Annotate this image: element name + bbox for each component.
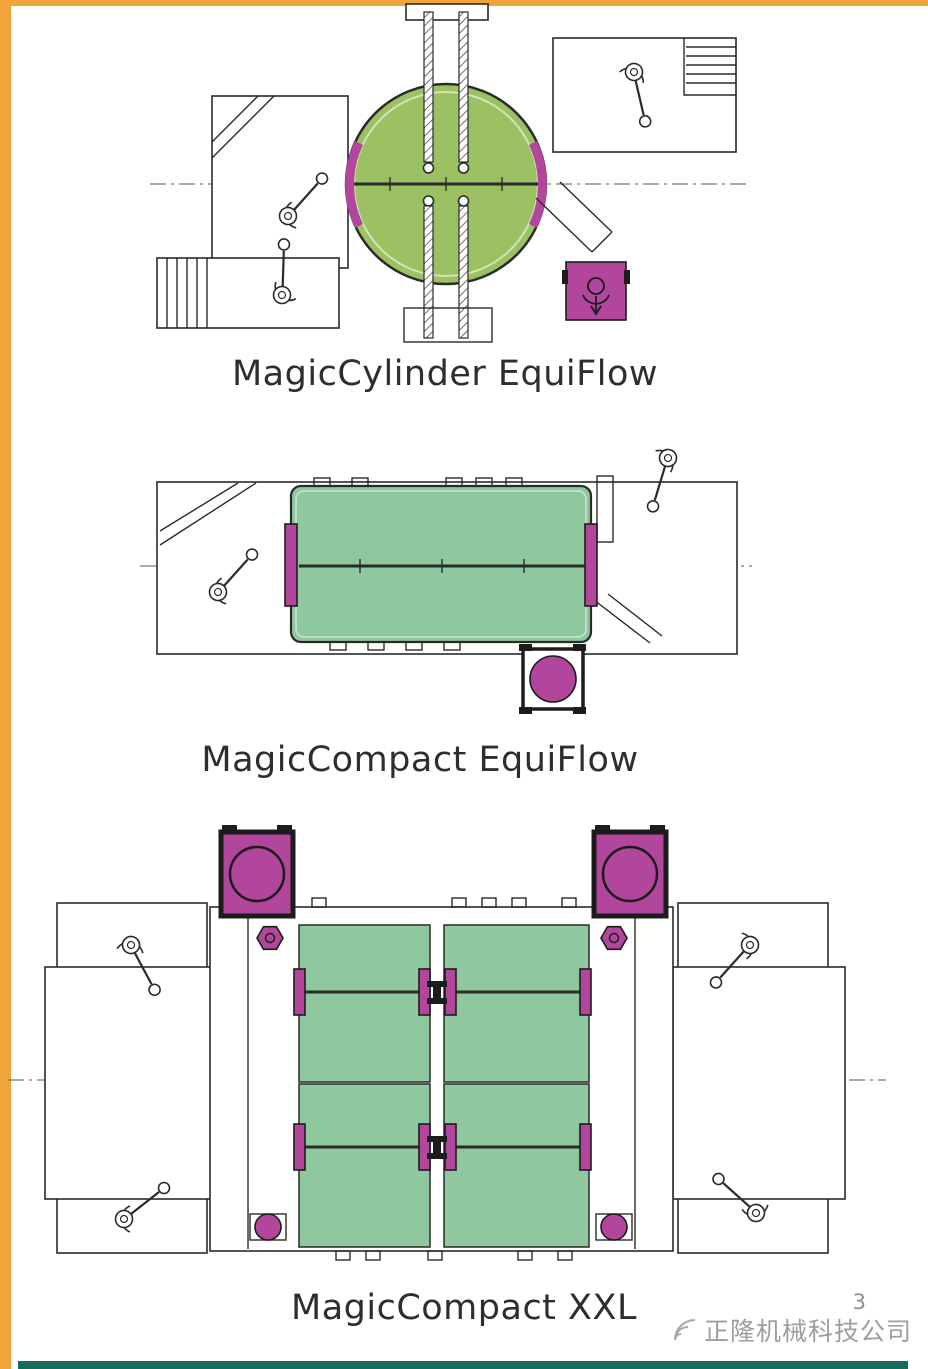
magiccompact-xxl-diagram [8, 795, 886, 1261]
magiccompact-diagram [140, 441, 752, 714]
bottom-rollers [249, 1213, 633, 1241]
pump-unit [594, 825, 666, 916]
operator-station [562, 261, 630, 321]
top-border [0, 0, 928, 6]
bottom-agitator-assembly [403, 195, 493, 343]
table-crossbar [299, 559, 585, 573]
table-quadrants [298, 924, 590, 1248]
fan-logo-icon [673, 1319, 696, 1341]
magenta-clamp-right [584, 523, 598, 607]
magiccylinder-diagram [150, 3, 748, 343]
machine-frame [209, 906, 674, 1252]
top-agitator-assembly [405, 3, 489, 174]
discharge-chute [535, 181, 613, 253]
center-joints [427, 981, 447, 1159]
watermark: 正隆机械科技公司 [671, 1312, 912, 1348]
watermark-text: 正隆机械科技公司 [703, 1317, 912, 1346]
page-number: 3 [852, 1290, 866, 1314]
magenta-arc-right [528, 141, 547, 228]
hex-fitting [256, 925, 284, 951]
footer-bar [18, 1361, 908, 1369]
side-platforms [44, 902, 846, 1254]
pump-unit [221, 825, 293, 916]
pump-unit [519, 644, 586, 714]
caption-magiccompact-equiflow: MagicCompact EquiFlow [201, 740, 639, 780]
caption-magiccylinder-equiflow: MagicCylinder EquiFlow [231, 354, 658, 394]
magenta-clamp-left [284, 523, 298, 607]
platforms [156, 37, 737, 329]
left-border [0, 0, 11, 1369]
compact-table [289, 484, 593, 644]
caption-magiccompact-xxl: MagicCompact XXL [291, 1288, 637, 1328]
stairs-top-right [683, 38, 736, 96]
cylinder-crossbar [354, 177, 538, 191]
crossbars [293, 968, 592, 1171]
edge-tabs [247, 897, 636, 1261]
hex-fitting [600, 925, 628, 951]
stairs-bottom-left [166, 258, 208, 328]
magenta-arc-left [345, 141, 364, 228]
